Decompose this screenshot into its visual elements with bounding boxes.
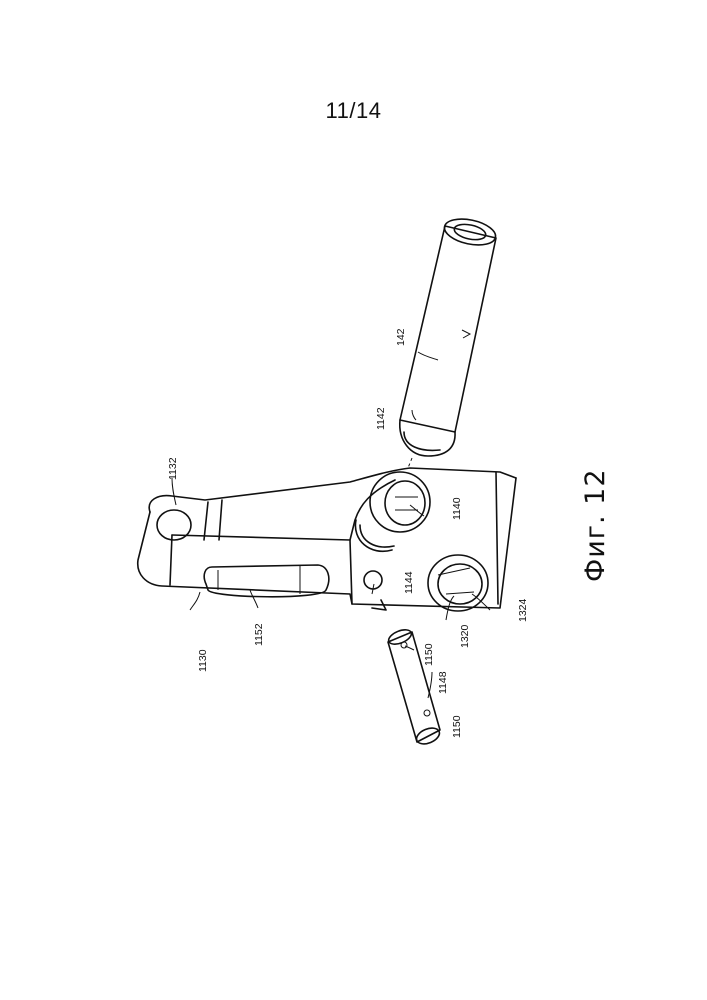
label-1140: 1140 [451,497,463,520]
pin-142 [400,215,498,468]
label-1148: 1148 [437,671,449,694]
label-1132: 1132 [167,457,179,480]
label-1142: 1142 [375,407,387,430]
lever-arm [138,468,516,611]
label-1320: 1320 [459,624,471,648]
label-142: 142 [395,328,407,346]
label-1130: 1130 [197,649,209,672]
label-1150-top: 1150 [423,643,435,666]
label-1150-bottom: 1150 [451,715,463,738]
label-1324: 1324 [517,598,529,622]
reference-labels: 1130 1132 1152 1144 1140 1142 142 1320 1… [167,328,529,738]
label-1144: 1144 [403,571,415,594]
label-1152: 1152 [253,623,265,646]
figure-caption: Фиг. 12 [580,469,611,583]
